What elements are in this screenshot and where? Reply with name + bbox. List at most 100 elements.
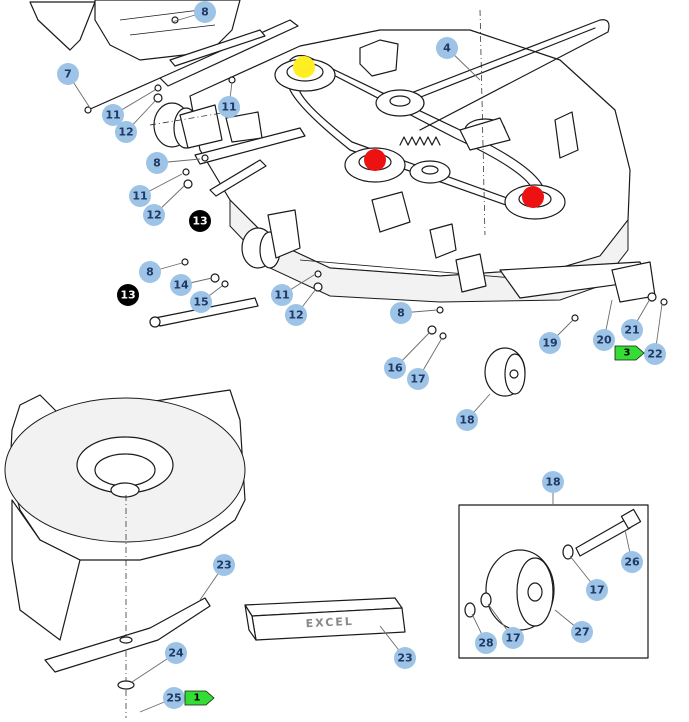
callout-circle	[57, 63, 79, 85]
mower-deck-assembly	[29, 0, 668, 397]
callout-label: 4	[443, 42, 451, 55]
tag-label: 3	[624, 348, 631, 359]
callout-circle	[384, 357, 406, 379]
part-callout-14: 14	[170, 274, 192, 296]
callout-label: 8	[397, 307, 405, 320]
dark-callout-label: 13	[192, 215, 207, 228]
callout-label: 24	[168, 647, 184, 660]
part-callout-12: 12	[285, 304, 307, 326]
part-callout-25: 25	[163, 687, 185, 709]
callout-circle	[542, 471, 564, 493]
marker-red	[522, 186, 544, 208]
callout-label: 25	[166, 692, 181, 705]
wheel-detail-inset	[458, 504, 649, 659]
part-callout-12: 12	[143, 204, 165, 226]
marker-yellow	[293, 56, 315, 78]
callout-circle	[593, 329, 615, 351]
part-callout-15: 15	[190, 291, 212, 313]
callout-circle	[271, 284, 293, 306]
callout-circle	[213, 554, 235, 576]
callout-circle	[143, 204, 165, 226]
part-callout-8: 8	[390, 302, 412, 324]
callout-circle	[146, 152, 168, 174]
part-callout-23: 23	[213, 554, 235, 576]
tag-shape	[184, 690, 215, 706]
part-callout-4: 4	[436, 37, 458, 59]
part-callout-22: 22	[644, 343, 666, 365]
callout-label: 23	[216, 559, 231, 572]
callout-circle	[571, 621, 593, 643]
part-callout-8: 8	[146, 152, 168, 174]
part-callout-27: 27	[571, 621, 593, 643]
callout-label: 18	[545, 476, 560, 489]
callout-circle	[190, 291, 212, 313]
part-callout-16: 16	[384, 357, 406, 379]
part-callout-18: 18	[542, 471, 564, 493]
callout-label: 23	[397, 652, 412, 665]
callout-label: 8	[201, 6, 209, 19]
callout-label: 18	[459, 414, 474, 427]
callout-label: 21	[624, 324, 639, 337]
part-callout-7: 7	[57, 63, 79, 85]
callout-label: 17	[505, 632, 520, 645]
callout-circle	[115, 121, 137, 143]
callout-circle	[165, 642, 187, 664]
callout-circle	[390, 302, 412, 324]
callout-label: 14	[173, 279, 189, 292]
callout-circle	[394, 647, 416, 669]
callout-circle	[218, 96, 240, 118]
part-callout-26: 26	[621, 551, 643, 573]
callout-label: 28	[478, 637, 493, 650]
callout-label: 7	[64, 68, 72, 81]
color-markers	[293, 56, 544, 208]
callout-circle	[475, 632, 497, 654]
callout-label: 11	[274, 289, 289, 302]
callout-label: 11	[221, 101, 236, 114]
callout-circle	[539, 332, 561, 354]
callout-circle	[436, 37, 458, 59]
callout-circle	[163, 687, 185, 709]
part-callout-28: 28	[475, 632, 497, 654]
part-callout-17: 17	[502, 627, 524, 649]
callout-label: 8	[153, 157, 161, 170]
dark-callout-label: 13	[120, 289, 135, 302]
callout-label: 27	[574, 626, 589, 639]
part-callout-18: 18	[456, 409, 478, 431]
callout-circle	[170, 274, 192, 296]
tag-label: 1	[194, 693, 201, 704]
callout-label: 12	[118, 126, 133, 139]
callout-label: 17	[589, 584, 604, 597]
quantity-tag-3: 3	[614, 345, 645, 361]
callout-label: 11	[132, 190, 147, 203]
callout-label: 26	[624, 556, 640, 569]
dark-callout-13: 13	[189, 210, 211, 232]
callout-label: 20	[596, 334, 612, 347]
dark-callout-circle	[117, 284, 139, 306]
callout-label: 8	[146, 266, 154, 279]
part-callout-12: 12	[115, 121, 137, 143]
part-callout-24: 24	[165, 642, 187, 664]
callout-label: 16	[387, 362, 403, 375]
part-callout-11: 11	[271, 284, 293, 306]
dark-callout-13: 13	[117, 284, 139, 306]
part-callout-11: 11	[102, 104, 124, 126]
part-callout-8: 8	[194, 1, 216, 23]
callout-circle	[644, 343, 666, 365]
part-callout-11: 11	[218, 96, 240, 118]
callout-label: 17	[410, 373, 425, 386]
part-callout-20: 20	[593, 329, 615, 351]
callout-label: 12	[146, 209, 161, 222]
callout-circle	[502, 627, 524, 649]
callout-circle	[621, 551, 643, 573]
callout-label: 19	[542, 337, 557, 350]
excel-sharpening-bar: EXCEL	[244, 597, 406, 641]
callout-circle	[407, 368, 429, 390]
part-callout-17: 17	[586, 579, 608, 601]
part-callout-17: 17	[407, 368, 429, 390]
tag-shape	[614, 345, 645, 361]
callout-circle	[139, 261, 161, 283]
deck-underside-view	[4, 389, 246, 718]
excel-stamp-text: EXCEL	[305, 615, 354, 631]
